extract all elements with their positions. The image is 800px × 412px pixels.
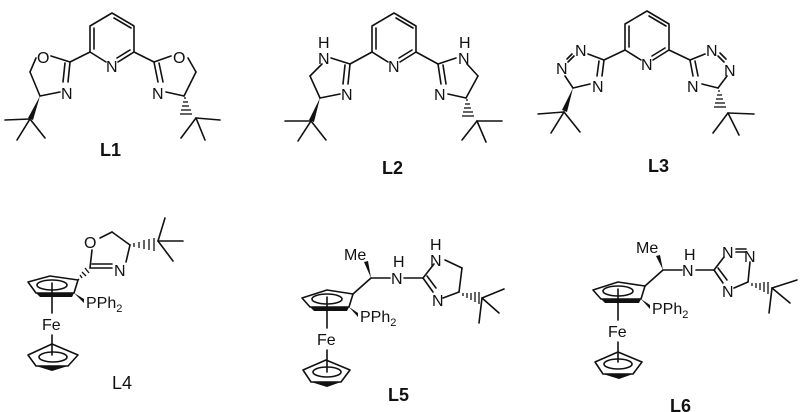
ligand-l1: N O N O N	[4, 12, 221, 160]
oxazoline-oxygen-right: O	[173, 50, 185, 67]
tert-butyl	[768, 279, 798, 314]
amine-hydrogen: H	[393, 254, 405, 271]
triazoline-right	[689, 52, 728, 89]
triazoline-n1-right: N	[706, 43, 718, 60]
imidazoline-nh-nitrogen-right: N	[458, 51, 470, 68]
phosphine-group: PPh2	[86, 295, 122, 315]
wedge-bond	[364, 261, 371, 278]
pyridine-nitrogen: N	[388, 59, 400, 76]
ligand-l3: N N N N N	[537, 10, 755, 176]
tert-butyl-left	[284, 120, 327, 142]
triazoline-n3-right: N	[687, 79, 699, 96]
pyridine-ring	[89, 12, 135, 63]
hashed-bond	[180, 97, 192, 115]
oxazoline-right	[153, 55, 197, 97]
tert-butyl	[157, 217, 184, 262]
imidazoline-nh-nitrogen-left: N	[318, 51, 330, 68]
triazoline-n3: N	[722, 284, 734, 301]
triazoline-n1-left: N	[575, 43, 587, 60]
triazoline-left	[564, 53, 605, 89]
triazoline-n2-right: N	[724, 63, 736, 80]
imidazoline-nitrogen: N	[432, 293, 444, 310]
phosphine-group: PPh2	[652, 301, 688, 321]
methyl-group: Me	[636, 240, 658, 257]
wedge-bond	[656, 255, 663, 270]
imidazoline-nh-hydrogen-left: H	[318, 35, 330, 52]
hashed-bond	[462, 292, 480, 304]
triazoline-n2-left: N	[556, 61, 568, 78]
tert-butyl-right	[461, 120, 503, 143]
hashed-bond	[714, 90, 726, 108]
cyclopentadienyl-upper	[592, 281, 646, 303]
oxazoline-oxygen: O	[84, 235, 96, 252]
hashed-bond	[133, 238, 155, 251]
hashed-bond	[77, 267, 90, 281]
ligand-label-l6: L6	[670, 396, 691, 412]
cyclopentadienyl-lower	[27, 343, 79, 371]
cyclopentadienyl-lower	[302, 359, 351, 387]
oxazoline-nitrogen-left: N	[61, 86, 73, 103]
pyridine-ring	[624, 10, 670, 61]
imidazoline-nh-hydrogen-right: H	[459, 35, 471, 52]
iron-atom: Fe	[317, 332, 336, 349]
cyclopentadienyl-upper	[27, 275, 79, 297]
triazoline-n2: N	[744, 249, 756, 266]
tert-butyl-left	[537, 111, 581, 134]
amine-hydrogen: H	[684, 247, 696, 264]
triazoline-n1: N	[722, 245, 734, 262]
imidazoline-left	[309, 57, 351, 99]
oxazoline-nitrogen-right: N	[152, 86, 164, 103]
phosphine-group: PPh2	[360, 309, 396, 329]
wedge-bond	[309, 98, 320, 122]
wedge-bond	[74, 293, 84, 303]
amine-nitrogen: N	[682, 263, 694, 280]
hashed-bond	[462, 99, 474, 117]
ligand-l6: Fe PPh2 Me H N N N N	[592, 240, 798, 412]
wedge-bond	[349, 307, 358, 317]
methyl-group: Me	[344, 247, 366, 264]
wedge-bond	[562, 88, 573, 112]
oxazoline-nitrogen: N	[114, 263, 126, 280]
tert-butyl-right	[712, 112, 755, 136]
wedge-bond	[28, 96, 40, 120]
imidazoline-nitrogen-right: N	[434, 87, 446, 104]
ligand-label-l2: L2	[382, 158, 403, 178]
imidazoline-right	[437, 57, 479, 99]
ligand-label-l4: L4	[112, 373, 132, 393]
imidazoline-nitrogen-left: N	[341, 87, 353, 104]
wedge-bond	[641, 299, 650, 309]
tert-butyl-right	[180, 117, 221, 141]
pyridine-nitrogen: N	[641, 57, 653, 74]
iron-atom: Fe	[42, 317, 61, 334]
ligand-l5: Fe PPh2 Me H N H N N	[301, 237, 505, 405]
imidazoline-nh-hydrogen: H	[430, 237, 442, 254]
tert-butyl-left	[4, 118, 46, 141]
imidazoline-ring	[422, 259, 463, 299]
oxazoline-oxygen-left: O	[37, 50, 49, 67]
amine-nitrogen: N	[391, 271, 403, 288]
triazoline-ring	[713, 248, 751, 289]
hashed-bond	[751, 282, 769, 294]
triazoline-n3-left: N	[592, 79, 604, 96]
ligand-l4: Fe PPh2 O N	[27, 217, 184, 393]
ligand-l2: N H N N H N N	[284, 12, 503, 178]
tert-butyl	[478, 288, 505, 324]
iron-atom: Fe	[608, 324, 627, 341]
imidazoline-nh-nitrogen: N	[430, 253, 442, 270]
cyclopentadienyl-lower	[594, 351, 643, 379]
oxazoline-ring	[89, 231, 131, 269]
ligand-label-l1: L1	[100, 140, 121, 160]
pyridine-ring	[371, 12, 417, 63]
oxazoline-left	[29, 55, 71, 97]
ligand-label-l5: L5	[388, 385, 409, 405]
pyridine-nitrogen: N	[106, 59, 118, 76]
ligand-label-l3: L3	[648, 156, 669, 176]
